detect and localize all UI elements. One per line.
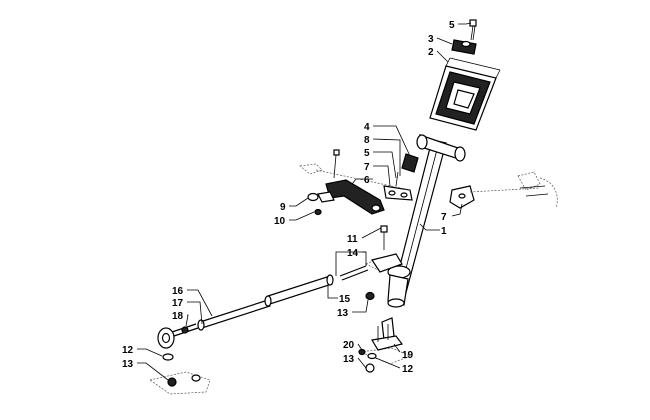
tie-rod-end-right	[339, 265, 375, 301]
top-clamp	[451, 39, 477, 55]
leader-lines	[137, 22, 472, 381]
callout-12-left: 12	[122, 345, 134, 356]
handlebar-pad	[429, 57, 501, 131]
cross-bracket	[317, 179, 385, 215]
callout-13-lower: 13	[343, 354, 355, 365]
callout-4: 4	[364, 122, 370, 133]
tie-rod	[197, 274, 334, 331]
callout-16: 16	[172, 286, 184, 297]
callout-13-mid: 13	[337, 308, 349, 319]
callout-17: 17	[172, 298, 184, 309]
callout-labels: 5 3 2 4 8 5 7 6 9 10 7 1 11 14 15 13 16 …	[122, 20, 455, 375]
callout-9: 9	[280, 202, 286, 213]
callout-2: 2	[428, 47, 434, 58]
callout-11: 11	[347, 234, 358, 245]
callout-15: 15	[339, 294, 351, 305]
tie-rod-end-left	[157, 323, 199, 349]
lower-bracket	[358, 324, 404, 373]
callout-8: 8	[364, 135, 370, 146]
upper-bracket	[383, 153, 419, 201]
nut-10	[314, 208, 322, 216]
callout-14: 14	[347, 248, 359, 259]
washer-9	[307, 192, 319, 202]
steering-arm	[371, 225, 403, 273]
side-bracket	[449, 185, 475, 209]
callout-3: 3	[428, 34, 434, 45]
callout-13-left: 13	[122, 359, 134, 370]
callout-7-right: 7	[441, 212, 447, 223]
callout-12-lower: 12	[402, 364, 414, 375]
callout-1: 1	[441, 226, 447, 237]
callout-5-mid: 5	[364, 148, 370, 159]
callout-10: 10	[274, 216, 286, 227]
steering-post	[381, 134, 466, 341]
callout-7-upper: 7	[364, 162, 370, 173]
callout-5-top: 5	[449, 20, 455, 31]
callout-18: 18	[172, 311, 184, 322]
callout-19: 19	[402, 350, 414, 361]
callout-20: 20	[343, 340, 355, 351]
left-hardware	[162, 353, 201, 387]
callout-6: 6	[364, 175, 370, 186]
